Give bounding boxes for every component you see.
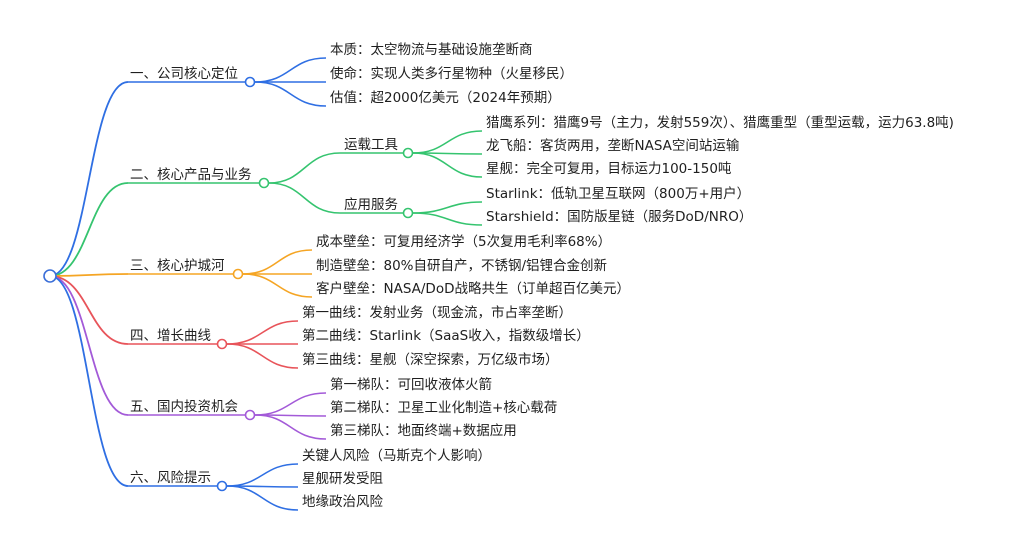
branch-node[interactable] <box>244 409 256 421</box>
leaf-first-curve[interactable]: 第一曲线：发射业务（现金流，市占率垄断） <box>302 305 572 321</box>
connector-branch-leaf <box>254 414 327 440</box>
leaf-falcon-series[interactable]: 猎鹰系列：猎鹰9号（主力，发射559次）、猎鹰重型（重型运载，运力63.8吨) <box>486 115 954 131</box>
branch-label-moat[interactable]: 三、核心护城河 <box>130 258 225 274</box>
connector-sub-leaf <box>412 130 483 154</box>
branch-node[interactable] <box>244 76 256 88</box>
connector-branch-leaf <box>242 249 313 275</box>
leaf-second-curve[interactable]: 第二曲线：Starlink（SaaS收入，指数级增长） <box>302 328 590 344</box>
leaf-manufacturing-moat[interactable]: 制造壁垒：80%自研自产，不锈钢/铝锂合金创新 <box>316 258 608 274</box>
leaf-starship-risk[interactable]: 星舰研发受阻 <box>302 471 383 487</box>
branch-node[interactable] <box>216 480 228 492</box>
leaf-tier-one[interactable]: 第一梯队：可回收液体火箭 <box>330 377 492 393</box>
leaf-customer-moat[interactable]: 客户壁垒：NASA/DoD战略共生（订单超百亿美元） <box>316 281 630 297</box>
connector-root-branch <box>49 81 129 277</box>
connector-branch-leaf <box>242 273 313 298</box>
leaf-tier-three[interactable]: 第三梯队：地面终端+数据应用 <box>330 423 517 439</box>
leaf-valuation[interactable]: 估值：超2000亿美元（2024年预期） <box>330 90 561 106</box>
branch-label-growth[interactable]: 四、增长曲线 <box>130 328 211 344</box>
connector-branch-leaf <box>226 320 299 345</box>
connector-branch-leaf <box>254 57 327 83</box>
leaf-dragon[interactable]: 龙飞船：客货两用，垄断NASA空间站运输 <box>486 138 740 154</box>
root-node[interactable] <box>43 269 57 283</box>
subbranch-node[interactable] <box>402 147 414 159</box>
connector-sub-leaf <box>412 152 483 178</box>
leaf-mission[interactable]: 使命：实现人类多行星物种（火星移民） <box>330 66 573 82</box>
connector-sub-leaf <box>412 212 483 226</box>
connector-branch-leaf <box>226 463 299 487</box>
leaf-cost-moat[interactable]: 成本壁垒：可复用经济学（5次复用毛利率68%） <box>316 234 612 250</box>
leaf-starshield[interactable]: Starshield：国防版星链（服务DoD/NRO） <box>486 209 753 225</box>
subbranch-label-launch-vehicles[interactable]: 运载工具 <box>344 137 398 153</box>
leaf-starlink[interactable]: Starlink：低轨卫星互联网（800万+用户） <box>486 186 751 202</box>
branch-label-products[interactable]: 二、核心产品与业务 <box>130 167 252 183</box>
connector-root-branch <box>49 275 129 487</box>
connector-branch-sub <box>268 152 341 184</box>
connector-root-branch <box>49 182 129 277</box>
subbranch-label-applications[interactable]: 应用服务 <box>344 197 398 213</box>
connector-root-branch <box>49 275 129 345</box>
branch-label-investment[interactable]: 五、国内投资机会 <box>130 399 238 415</box>
connector-branch-leaf <box>254 81 327 107</box>
leaf-tier-two[interactable]: 第二梯队：卫星工业化制造+核心载荷 <box>330 400 558 416</box>
branch-node[interactable] <box>232 268 244 280</box>
connector-root-branch <box>49 273 129 277</box>
connector-root-branch <box>49 275 129 416</box>
subbranch-node[interactable] <box>402 207 414 219</box>
leaf-starship[interactable]: 星舰：完全可复用，目标运力100-150吨 <box>486 161 732 177</box>
connector-branch-leaf <box>226 485 299 511</box>
leaf-third-curve[interactable]: 第三曲线：星舰（深空探索，万亿级市场） <box>302 352 559 368</box>
leaf-essence[interactable]: 本质：太空物流与基础设施垄断商 <box>330 42 533 58</box>
connector-branch-leaf <box>226 343 299 369</box>
branch-node[interactable] <box>216 338 228 350</box>
leaf-keyperson-risk[interactable]: 关键人风险（马斯克个人影响） <box>302 448 491 464</box>
connector-branch-leaf <box>254 392 327 416</box>
branch-label-positioning[interactable]: 一、公司核心定位 <box>130 66 238 82</box>
branch-node[interactable] <box>258 177 270 189</box>
branch-label-risk[interactable]: 六、风险提示 <box>130 470 211 486</box>
connector-sub-leaf <box>412 201 483 214</box>
leaf-geopolitical-risk[interactable]: 地缘政治风险 <box>302 494 383 510</box>
connector-branch-sub <box>268 182 341 214</box>
